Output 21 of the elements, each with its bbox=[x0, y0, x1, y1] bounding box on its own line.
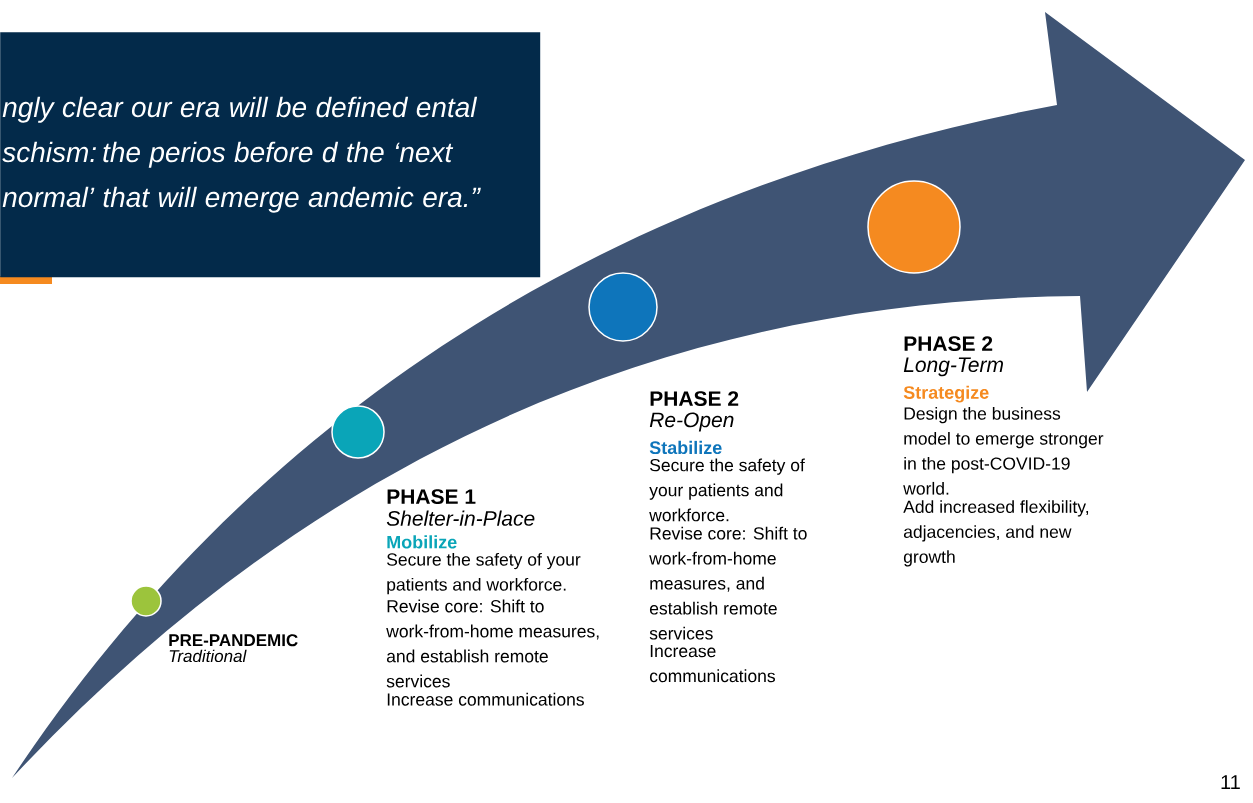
phase-keyword: Mobilize bbox=[387, 535, 457, 549]
circle-marker bbox=[331, 405, 385, 459]
phase-keyword: Stabilize bbox=[649, 440, 722, 455]
body-text: Secure the safety of your patients and workforce. bbox=[387, 552, 581, 595]
body-text: Increase communications bbox=[387, 692, 584, 706]
circle-marker bbox=[588, 272, 658, 342]
circle-marker bbox=[130, 585, 162, 617]
body-text: Design the business model to emerge stronger in the post-COVID-19 world. bbox=[903, 406, 1104, 495]
phase-keyword: Strategize bbox=[903, 385, 989, 403]
body-text: Revise core: Shift to work-from-home measures, and establish remote services bbox=[386, 599, 599, 688]
body-text: Revise core: Shift to work-from-home measures, and establish remote services bbox=[649, 526, 807, 640]
body-text: Increase communications bbox=[649, 645, 775, 683]
circle-marker bbox=[867, 180, 961, 274]
caption-subtitle: Traditional bbox=[169, 649, 247, 663]
phase-subtitle: Long-Term bbox=[903, 357, 1003, 377]
page-number: 11 bbox=[1221, 775, 1240, 789]
phase-subtitle: Re-Open bbox=[649, 412, 734, 432]
phase-subtitle: Shelter-in-Place bbox=[386, 510, 535, 526]
body-text: Secure the safety of your patients and workforce. bbox=[649, 458, 805, 522]
body-text: Add increased flexibility, adjacencies, and new growth bbox=[903, 500, 1089, 567]
quote-box: ngly clear our era will be defined ental schism: the perios before d the ‘next normal’ that will emerge andemic era.” bbox=[0, 32, 541, 278]
